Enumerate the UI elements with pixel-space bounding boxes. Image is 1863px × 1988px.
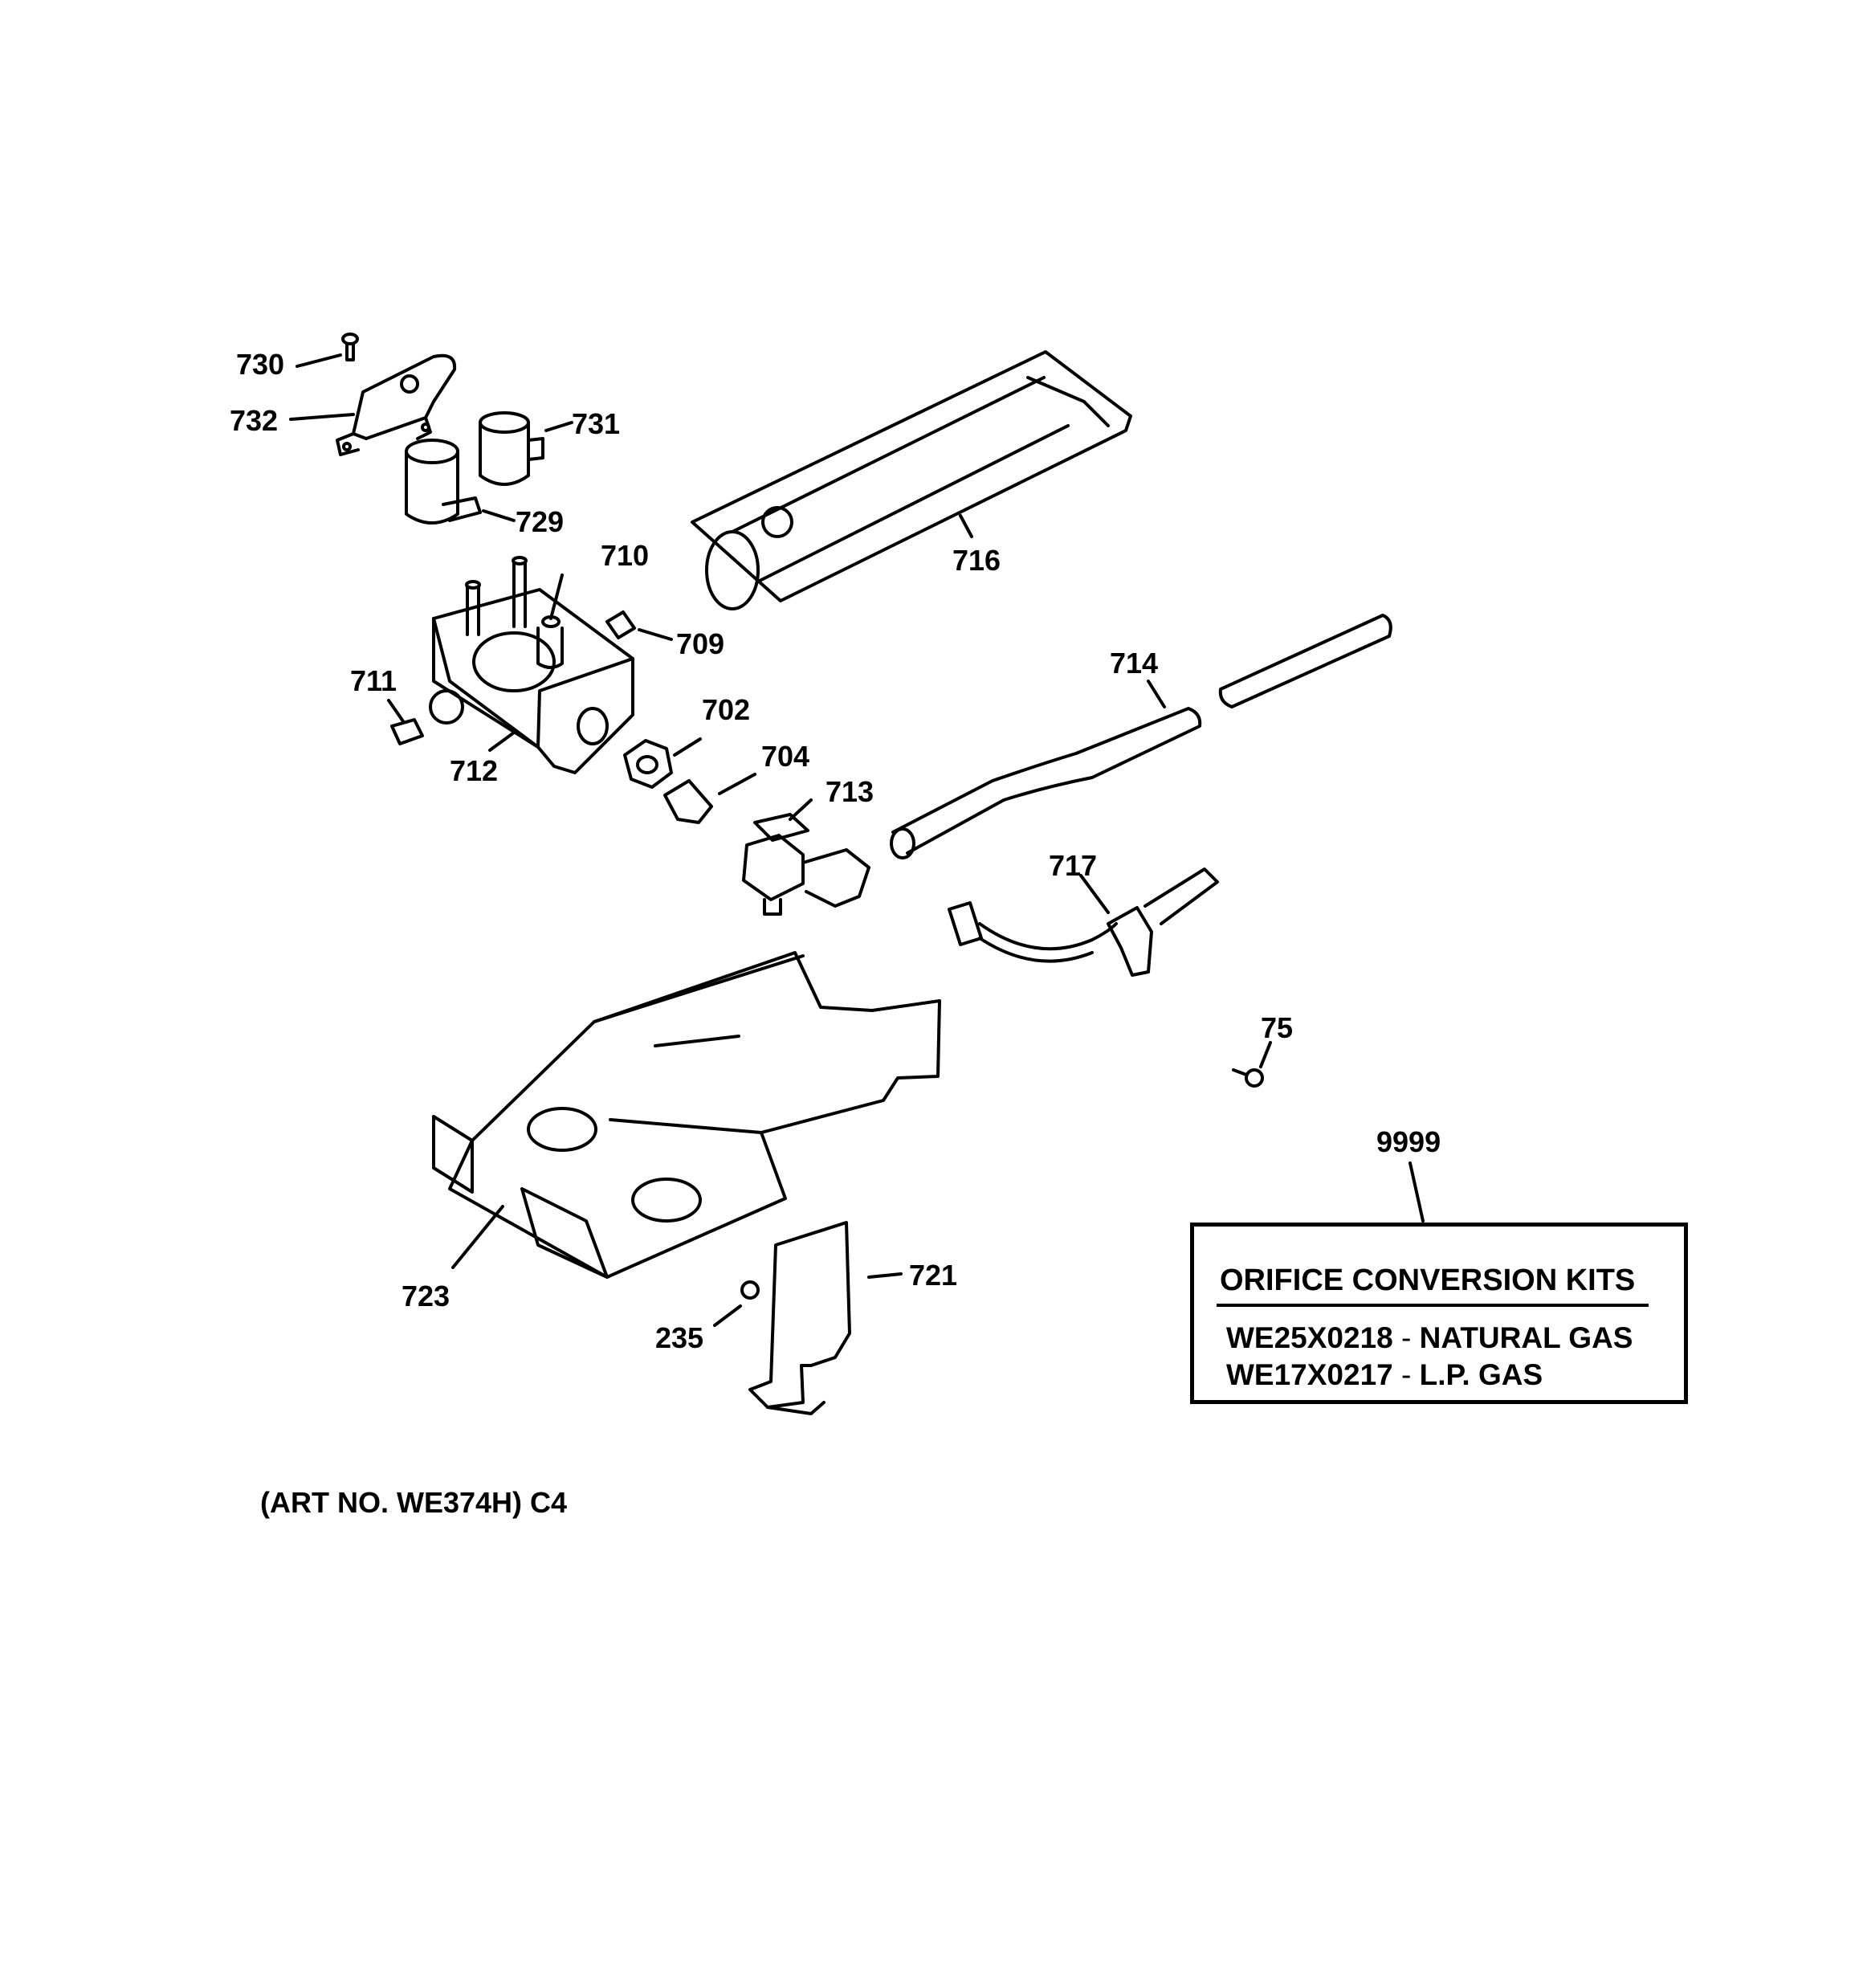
shield-721 [748, 1221, 851, 1415]
kit-title-underline [1217, 1304, 1649, 1307]
label-730: 730 [236, 348, 285, 381]
label-75: 75 [1261, 1011, 1294, 1044]
bracket-723 [432, 951, 941, 1279]
label-714: 714 [1110, 647, 1159, 680]
label-723: 723 [402, 1280, 450, 1312]
nut-702 [623, 739, 673, 789]
kit-part-number: WE17X0217 [1226, 1358, 1393, 1391]
valve-713 [742, 813, 870, 916]
label-709: 709 [676, 627, 725, 660]
label-716: 716 [952, 544, 1001, 577]
label-704: 704 [761, 740, 810, 773]
orifice-704 [663, 779, 713, 824]
orifice-kit-box: ORIFICE CONVERSION KITS WE25X0218 - NATU… [1190, 1223, 1688, 1404]
fitting-709 [605, 610, 636, 639]
kit-part-number: WE25X0218 [1226, 1321, 1393, 1354]
kit-separator: - [1401, 1321, 1412, 1354]
label-712: 712 [450, 754, 499, 787]
coil-729 [405, 439, 482, 525]
coil-731 [479, 411, 544, 486]
kit-description: NATURAL GAS [1419, 1321, 1633, 1354]
label-713: 713 [826, 775, 874, 808]
screw-75 [1232, 1068, 1264, 1088]
kit-row-natural-gas: WE25X0218 - NATURAL GAS [1226, 1321, 1633, 1355]
pipe-714 [890, 614, 1392, 859]
label-9999: 9999 [1376, 1125, 1441, 1158]
label-702: 702 [702, 693, 751, 726]
burner-716 [691, 350, 1132, 610]
label-710: 710 [601, 539, 650, 572]
label-729: 729 [516, 505, 565, 538]
screw-235 [740, 1280, 760, 1300]
label-235: 235 [655, 1321, 704, 1354]
valve-712 [429, 556, 634, 774]
label-711: 711 [350, 664, 397, 697]
kit-row-lp-gas: WE17X0217 - L.P. GAS [1226, 1358, 1543, 1392]
label-731: 731 [572, 407, 621, 440]
bracket-732 [336, 353, 457, 456]
plug-711 [390, 718, 424, 745]
kit-title: ORIFICE CONVERSION KITS [1220, 1263, 1636, 1297]
label-717: 717 [1049, 849, 1098, 882]
art-number: (ART NO. WE374H) C4 [260, 1486, 568, 1519]
igniter-717 [948, 867, 1219, 977]
label-732: 732 [230, 404, 279, 437]
kit-description: L.P. GAS [1419, 1358, 1543, 1391]
kit-separator: - [1401, 1358, 1412, 1391]
label-721: 721 [909, 1259, 958, 1292]
screw-730 [341, 333, 359, 361]
